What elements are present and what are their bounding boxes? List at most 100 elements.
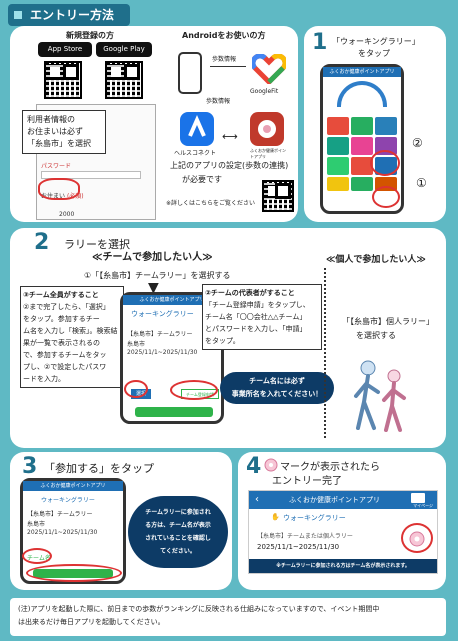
walking-person-icon xyxy=(354,360,406,432)
member-line: をタップ。参加するチー xyxy=(23,315,100,323)
join-button-circle xyxy=(26,564,122,582)
step3-note: チームラリーに参加され る方は、チーム名が表示 されていることを確認し てくださ… xyxy=(128,496,228,568)
setting-note-2: が必要です xyxy=(182,175,222,184)
tile[interactable] xyxy=(327,137,349,155)
note-line: てください。 xyxy=(160,548,196,555)
step4-date: 2025/11/1~2025/11/30 xyxy=(257,543,340,551)
steps-info-label-1: 歩数情報 xyxy=(212,56,237,63)
member-line: 果が一覧で表示されるの xyxy=(23,339,100,347)
registration-panel: 新規登録の方 App Store Google Play パスワード お住まい … xyxy=(10,26,298,222)
google-play-badge[interactable]: Google Play xyxy=(96,42,152,57)
member-line: ②まで完了したら、「選択」 xyxy=(23,303,110,311)
tile[interactable] xyxy=(327,117,349,135)
form-year-value: 2000 xyxy=(59,211,75,218)
rep-line: とパスワードを入力し、「申請」 xyxy=(205,325,307,333)
phone-icon xyxy=(178,52,202,94)
walking-icon: ✋ xyxy=(271,513,280,521)
tile[interactable] xyxy=(351,157,373,175)
step2-app-bar: ふくおか健康ポイントアプリ xyxy=(123,295,221,305)
step2-screen-title: ウォーキングラリー xyxy=(131,310,194,318)
down-arrow-icon: ▼ xyxy=(148,280,159,296)
step2-screen-row1: 【糸島市】チームラリー xyxy=(127,331,193,338)
vertical-divider xyxy=(324,268,326,438)
tile[interactable] xyxy=(351,177,373,191)
member-line: ードを入力。 xyxy=(23,375,65,383)
tile[interactable] xyxy=(327,177,349,191)
detail-qr[interactable] xyxy=(262,180,294,212)
step4-title-2: エントリー完了 xyxy=(272,476,342,487)
step1-mark-2: ② xyxy=(412,136,423,150)
note-line: る方は、チーム名が表示 xyxy=(145,522,211,529)
tile[interactable] xyxy=(351,137,373,155)
fukuoka-app-icon xyxy=(250,112,284,146)
healthconnect-label: ヘルスコネクト xyxy=(174,150,217,157)
fukuoka-app-label: ふくおか健康ポイントアプリ xyxy=(250,148,286,159)
tile[interactable] xyxy=(327,157,349,175)
arrow-icon xyxy=(210,66,246,67)
individual-heading: ≪個人で参加したい人≫ xyxy=(326,255,426,265)
individual-text-2: を選択する xyxy=(356,331,396,340)
step3-title: 「参加する」をタップ xyxy=(44,462,154,475)
step1-mark-1: ① xyxy=(416,176,427,190)
team-name-warning: チーム名には必ず 事業所名を入れてください！ xyxy=(220,372,334,404)
bullet-icon xyxy=(14,11,22,19)
member-line: ③チーム全員がすること xyxy=(23,291,99,299)
mypage-label: マイページ xyxy=(413,503,433,508)
bidirectional-arrow-icon: ⟷ xyxy=(222,130,238,143)
select-circle xyxy=(124,380,148,398)
step4-screen-title: ウォーキングラリー xyxy=(283,514,346,522)
step4-row: 【糸島市】チームまたは個人ラリー xyxy=(257,533,353,540)
menu-icon[interactable] xyxy=(411,493,425,503)
callout-line: お住まいは必ず xyxy=(27,127,83,136)
googlefit-label: GoogleFit xyxy=(250,88,279,95)
footer-line-1: (注)アプリを起動した際に、前日までの歩数がランキングに反映される仕組みになって… xyxy=(18,605,380,613)
mark-circle xyxy=(401,523,433,553)
note-line: されていることを確認し xyxy=(145,535,211,542)
step3-number: 3 xyxy=(22,454,38,479)
form-password-label: パスワード xyxy=(41,163,72,170)
member-instructions: ③チーム全員がすること ②まで完了したら、「選択」 をタップ。参加するチー ム名… xyxy=(20,286,124,388)
step2-screen-row2: 糸島市 xyxy=(127,341,146,348)
step1-app-bar: ふくおか健康ポイントアプリ xyxy=(323,67,401,77)
step4-app-bar: ‹ ふくおか健康ポイントアプリ マイページ xyxy=(249,491,437,509)
step4-title-1: マークが表示されたら xyxy=(280,462,380,473)
home-button-circle xyxy=(372,186,400,208)
step4-panel: 4 マークが表示されたら エントリー完了 ‹ ふくおか健康ポイントアプリ マイペ… xyxy=(238,452,446,590)
team-apply-circle xyxy=(170,380,218,400)
representative-instructions: ②チームの代表者がすること 「チーム登録申請」をタップし、 チーム名「〇〇会社△… xyxy=(202,284,322,350)
steps-info-label-2: 歩数情報 xyxy=(206,98,231,105)
step4-screen: ‹ ふくおか健康ポイントアプリ マイページ ✋ ウォーキングラリー 【糸島市】チ… xyxy=(248,490,438,574)
step4-number: 4 xyxy=(246,454,262,479)
tile[interactable] xyxy=(351,117,373,135)
note-line: チームラリーに参加され xyxy=(145,509,211,516)
step4-app-title: ふくおか健康ポイントアプリ xyxy=(289,496,380,504)
team-heading: ≪チームで参加したい人≫ xyxy=(92,252,213,263)
step1-number: 1 xyxy=(312,30,328,55)
address-callout: 利用者情報の お住まいは必ず 「糸島市」を選択 xyxy=(22,110,106,154)
app-store-qr[interactable] xyxy=(44,61,82,99)
section-header: エントリー方法 xyxy=(8,4,130,26)
step3-date: 2025/11/1~2025/11/30 xyxy=(27,529,98,536)
step1-title-1: 「ウォーキングラリー」 xyxy=(332,37,420,46)
back-arrow-icon[interactable]: ‹ xyxy=(255,494,259,505)
detail-note: ※詳しくはこちらをご覧ください xyxy=(166,200,256,207)
step2-screen-date: 2025/11/1~2025/11/30 xyxy=(127,349,198,356)
google-play-qr[interactable] xyxy=(105,61,143,99)
tile[interactable] xyxy=(375,117,397,135)
warning-line-1: チーム名には必ず xyxy=(249,377,305,385)
app-store-badge[interactable]: App Store xyxy=(38,42,92,57)
member-line: ム名を入力し「検索」。検索結 xyxy=(23,327,118,335)
step1-title-2: をタップ xyxy=(358,49,390,58)
member-line: で、参加するチームをタッ xyxy=(23,351,107,359)
step2-green-button[interactable] xyxy=(135,407,213,417)
rep-line: 「チーム登録申請」をタップし、 xyxy=(205,301,310,309)
step-dial xyxy=(337,81,387,107)
rep-line: チーム名「〇〇会社△△チーム」 xyxy=(205,313,307,321)
step3-row1: 【糸島市】チームラリー xyxy=(27,511,93,518)
step3-row2: 糸島市 xyxy=(27,521,46,528)
footer-note: (注)アプリを起動した際に、前日までの歩数がランキングに反映される仕組みになって… xyxy=(10,598,446,636)
form-password-field xyxy=(41,171,141,179)
rep-line: をタップ。 xyxy=(205,337,240,345)
header-title: エントリー方法 xyxy=(30,8,115,22)
android-title: Androidをお使いの方 xyxy=(182,31,266,40)
